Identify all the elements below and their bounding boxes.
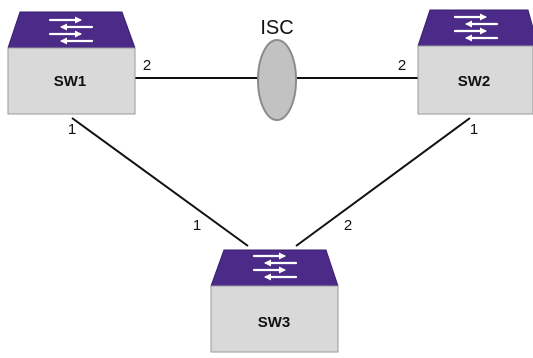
switch-sw1[interactable]: SW1: [7, 11, 136, 115]
port-label-sw1-to-sw3: 1: [68, 121, 76, 138]
link-sw1-sw3: [71, 117, 249, 247]
port-label-sw2-to-sw1: 2: [398, 57, 406, 74]
switch-sw2[interactable]: SW2: [417, 9, 533, 115]
switch-sw3-label: SW3: [258, 314, 291, 331]
port-label-sw2-to-sw3: 1: [470, 121, 478, 138]
switch-sw2-top: [417, 9, 533, 47]
port-label-sw1-to-sw2: 2: [143, 57, 151, 74]
switch-sw3-body: [210, 285, 339, 353]
switch-sw3[interactable]: SW3: [210, 249, 339, 353]
switch-sw2-body: [417, 45, 533, 115]
port-label-sw3-to-sw1: 1: [193, 217, 201, 234]
switch-sw2-label: SW2: [458, 73, 491, 90]
isc-ellipse: [257, 39, 297, 121]
link-sw2-sw3: [295, 117, 471, 247]
isc-label: ISC: [260, 17, 293, 39]
switch-sw1-body: [7, 47, 136, 115]
switch-sw1-top: [7, 11, 136, 49]
switch-sw1-label: SW1: [54, 73, 87, 90]
port-label-sw3-to-sw2: 2: [344, 217, 352, 234]
